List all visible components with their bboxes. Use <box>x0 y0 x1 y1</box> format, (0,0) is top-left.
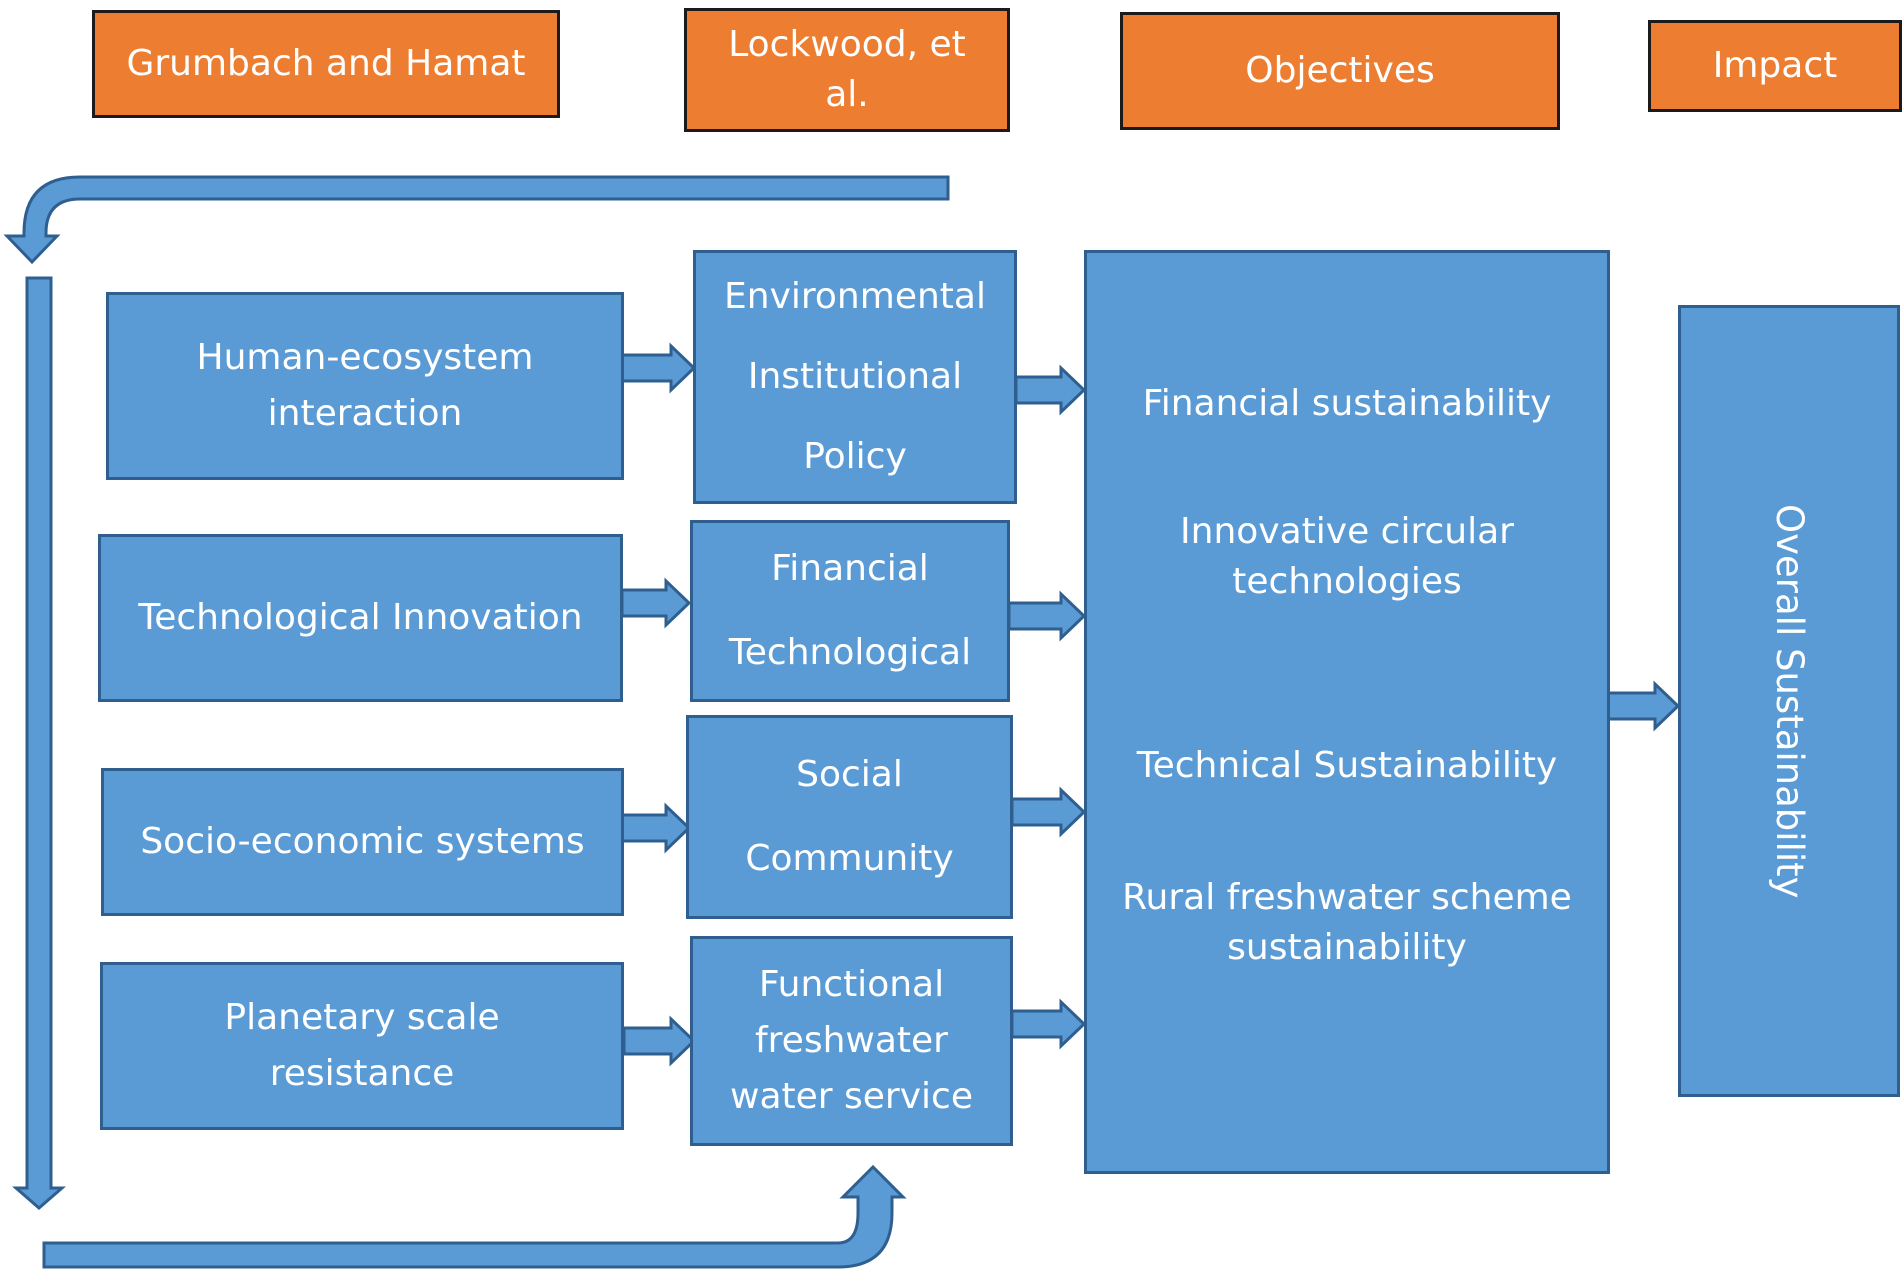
impact-label: Overall Sustainability <box>1768 503 1811 899</box>
arrow-socio-to-social <box>620 802 692 854</box>
box-human-ecosystem-label: Human-ecosystem interaction <box>196 337 534 434</box>
soc-line-social: Social <box>796 754 903 795</box>
soc-line-community: Community <box>745 838 954 879</box>
header-grumbach-label: Grumbach and Hamat <box>126 43 526 84</box>
arrow-social-to-objectives <box>1010 786 1087 838</box>
header-lockwood-label: Lockwood, et al. <box>728 24 966 115</box>
header-objectives-label: Objectives <box>1245 50 1435 91</box>
header-objectives: Objectives <box>1120 12 1560 130</box>
objective-rural: Rural freshwater scheme sustainability <box>1122 877 1572 968</box>
header-grumbach: Grumbach and Hamat <box>92 10 560 118</box>
left-down-arrow <box>11 276 67 1210</box>
header-impact: Impact <box>1648 20 1902 112</box>
objective-financial: Financial sustainability <box>1142 383 1552 424</box>
box-tech-innovation: Technological Innovation <box>98 534 623 702</box>
env-line-institutional: Institutional <box>747 356 963 397</box>
arrow-human-to-env <box>620 342 697 394</box>
feedback-arrow-top <box>3 175 950 265</box>
env-line-environmental: Environmental <box>724 276 986 317</box>
box-tech-innovation-label: Technological Innovation <box>138 597 583 638</box>
arrow-objectives-to-impact <box>1606 680 1681 732</box>
arrow-func-to-objectives <box>1010 998 1087 1050</box>
box-planetary: Planetary scale resistance <box>100 962 624 1130</box>
box-social: Social Community <box>686 715 1013 919</box>
objective-innovative: Innovative circular technologies <box>1180 511 1514 602</box>
box-objectives: Financial sustainability Innovative circ… <box>1084 250 1610 1174</box>
feedback-arrow-bottom <box>42 1164 907 1269</box>
header-impact-label: Impact <box>1712 45 1838 86</box>
env-line-policy: Policy <box>803 436 907 477</box>
arrow-env-to-objectives <box>1014 364 1087 416</box>
box-environmental: Environmental Institutional Policy <box>693 250 1017 504</box>
fin-line-technological: Technological <box>728 632 972 673</box>
box-functional-label: Functional freshwater water service <box>730 964 973 1117</box>
arrow-planetary-to-func <box>622 1015 697 1067</box>
objective-technical: Technical Sustainability <box>1136 745 1558 786</box>
box-human-ecosystem: Human-ecosystem interaction <box>106 292 624 480</box>
box-functional: Functional freshwater water service <box>690 936 1013 1146</box>
header-lockwood: Lockwood, et al. <box>684 8 1010 132</box>
box-socio-economic-label: Socio-economic systems <box>140 821 585 862</box>
fin-line-financial: Financial <box>771 548 929 589</box>
arrow-fin-to-objectives <box>1007 590 1087 642</box>
box-overall-sustainability: Overall Sustainability <box>1678 305 1900 1097</box>
box-financial: Financial Technological <box>690 520 1010 702</box>
box-planetary-label: Planetary scale resistance <box>224 997 500 1094</box>
arrow-tech-to-fin <box>620 577 692 629</box>
box-socio-economic: Socio-economic systems <box>101 768 624 916</box>
